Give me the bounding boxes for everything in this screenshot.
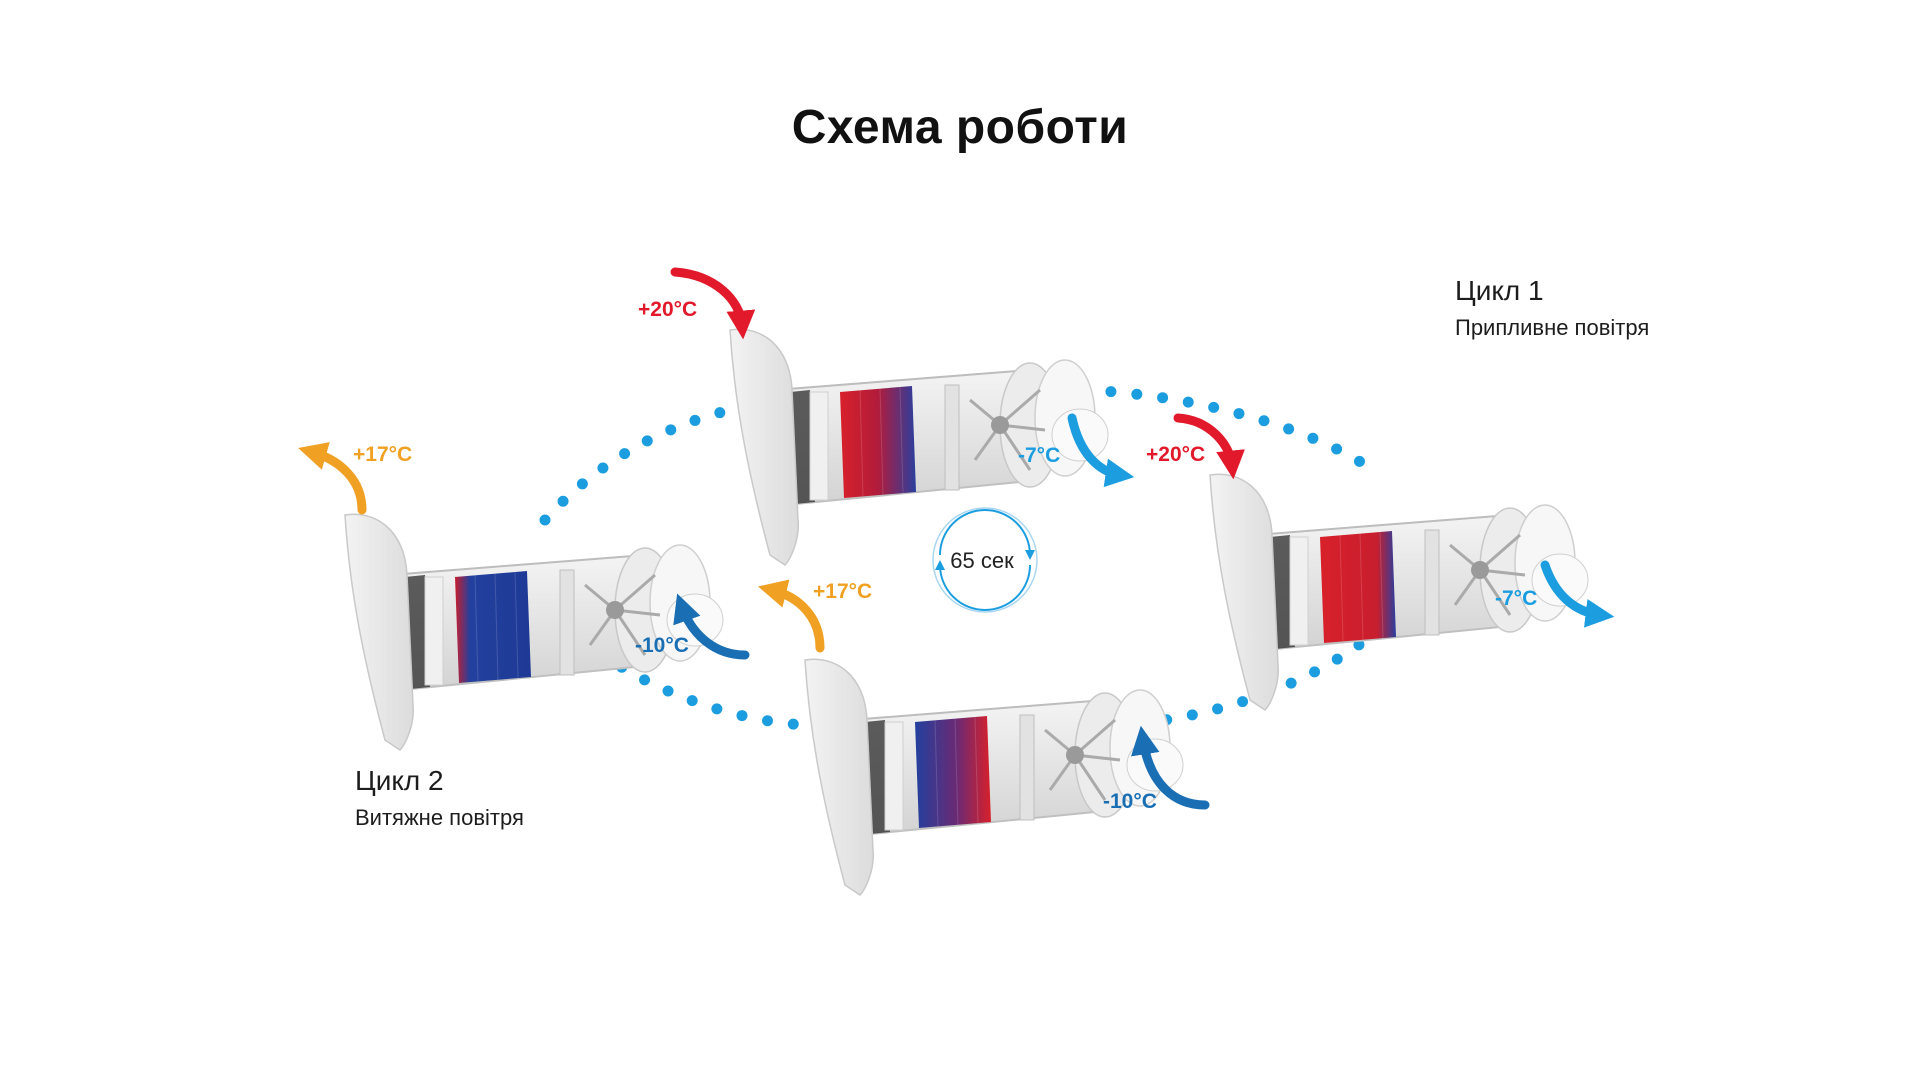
temp-bottom-unit-in: -10°C xyxy=(1103,790,1157,813)
cycle-1-title: Цикл 1 xyxy=(1455,275,1544,306)
temp-right-unit-in: +20°C xyxy=(1146,443,1206,466)
temp-left-unit-in: -10°C xyxy=(635,634,689,657)
temp-right-unit-out: -7°C xyxy=(1495,587,1538,610)
temp-top-unit-out: -7°C xyxy=(1018,444,1061,467)
ventilator-unit-top xyxy=(728,327,1110,567)
cycle-1-subtitle: Припливне повітря xyxy=(1455,315,1650,340)
cycle-1-caption: Цикл 1 Припливне повітря xyxy=(1455,275,1649,341)
ventilator-unit-bottom xyxy=(803,657,1185,897)
arrow-warm-in-right xyxy=(1173,413,1245,480)
arrow-cold-out-top xyxy=(1067,413,1135,488)
cycle-duration-label: 65 сек xyxy=(950,548,1014,573)
arrow-warm-out-bottom xyxy=(758,579,825,653)
temp-top-unit-in: +20°C xyxy=(638,298,698,321)
temp-left-unit-out: +17°C xyxy=(353,443,413,466)
arrow-cold-in-left xyxy=(673,593,750,660)
cycle-2-caption: Цикл 2 Витяжне повітря xyxy=(355,765,524,831)
page-title: Схема роботи xyxy=(791,101,1129,154)
cycle-2-title: Цикл 2 xyxy=(355,765,444,796)
cycle-timer-icon xyxy=(935,509,1035,611)
cycle-2-subtitle: Витяжне повітря xyxy=(355,805,524,830)
temp-bottom-unit-out: +17°C xyxy=(813,580,873,603)
arrow-cold-out-right xyxy=(1540,560,1615,628)
ventilator-unit-left xyxy=(343,512,725,752)
ventilator-unit-right xyxy=(1208,472,1590,712)
arrow-cold-in-bottom xyxy=(1130,725,1210,810)
airflow-dotted-paths xyxy=(539,384,1436,731)
arrow-warm-in-top xyxy=(670,267,756,340)
arrow-warm-out-left xyxy=(298,442,367,515)
